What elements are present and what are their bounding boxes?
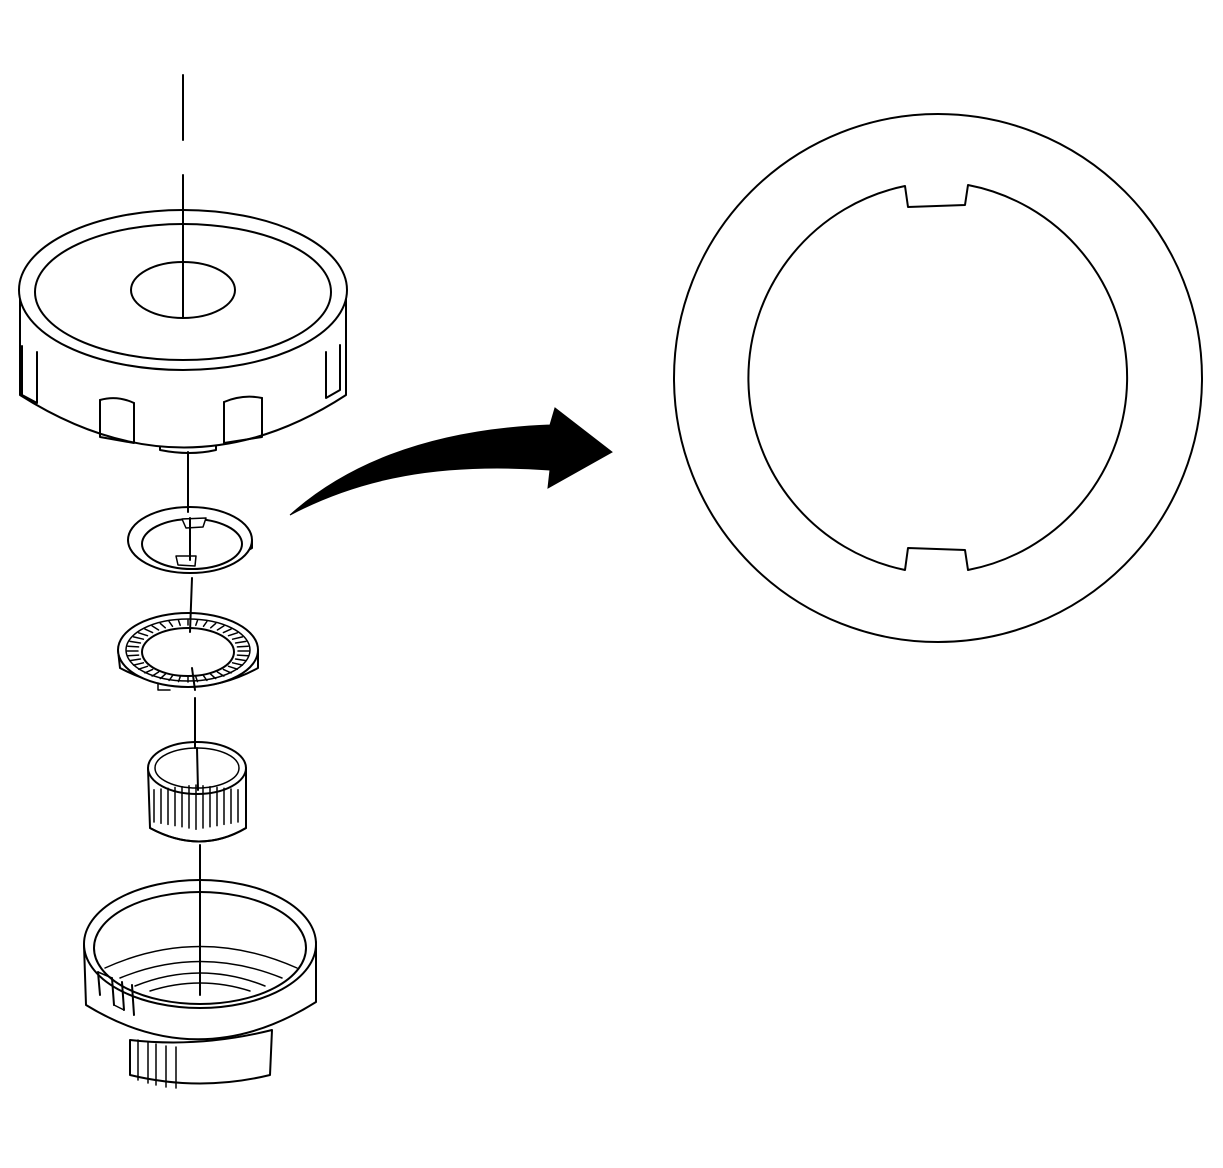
thrust-bearing [117,612,259,691]
gear-hub [18,209,348,454]
center-axis-line [182,74,201,996]
carrier-housing [83,879,317,1089]
curved-arrow [289,407,613,516]
thrust-washer-detail [673,113,1203,643]
